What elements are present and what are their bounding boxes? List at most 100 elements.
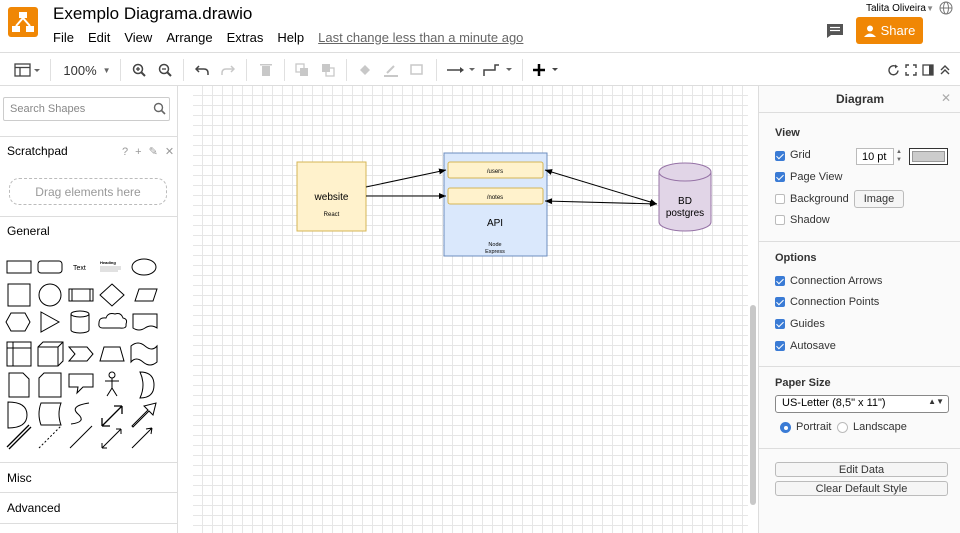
shape-step <box>67 346 94 362</box>
edit-data-button[interactable]: Edit Data <box>775 462 948 477</box>
website-sublabel: React <box>324 212 340 218</box>
diagram-canvas[interactable]: website React /users /notes API Node Exp… <box>193 86 748 533</box>
chevron-down-icon[interactable]: ▼ <box>926 4 934 13</box>
clear-default-style-button[interactable]: Clear Default Style <box>775 481 948 496</box>
misc-header[interactable]: Misc <box>7 471 32 485</box>
shape-diamond <box>99 283 125 307</box>
share-button[interactable]: Share <box>856 17 923 44</box>
connection-style-icon[interactable] <box>446 61 476 79</box>
redo-icon[interactable] <box>219 61 237 79</box>
api-sublabel-express: Express <box>485 249 505 255</box>
website-label: website <box>314 192 349 203</box>
search-icon[interactable] <box>153 102 166 115</box>
database-node <box>658 162 712 232</box>
insert-plus-icon[interactable] <box>532 61 562 79</box>
autosave-checkbox[interactable] <box>775 341 785 351</box>
connection-points-checkbox[interactable] <box>775 297 785 307</box>
to-back-icon[interactable] <box>319 61 337 79</box>
paper-size-select[interactable]: US-Letter (8,5" x 11") ▲▼ <box>775 395 949 413</box>
last-change-link[interactable]: Last change less than a minute ago <box>318 30 524 45</box>
scratchpad-actions[interactable]: ? + ✎ ✕ <box>122 146 177 158</box>
background-checkbox[interactable] <box>775 194 785 204</box>
shape-or <box>139 371 155 399</box>
search-shapes-input[interactable]: Search Shapes <box>3 97 170 121</box>
grid-label[interactable]: Grid <box>790 149 811 161</box>
notes-route-node <box>447 187 544 205</box>
portrait-radio[interactable] <box>780 422 791 433</box>
shape-card <box>38 372 62 398</box>
shape-directional-connector <box>131 427 153 449</box>
menu-extras[interactable]: Extras <box>226 30 264 45</box>
shape-actor <box>108 371 116 379</box>
toolbar: 100% ▼ <box>0 52 960 86</box>
chevron-updown-icon: ▲▼ <box>928 397 944 406</box>
undo-icon[interactable] <box>193 61 211 79</box>
grid-size-input[interactable]: 10 pt <box>856 148 894 165</box>
guides-label[interactable]: Guides <box>790 318 825 330</box>
general-shapes-palette[interactable]: Text Heading <box>3 254 173 454</box>
shape-rounded-rectangle <box>37 260 63 274</box>
shape-hexagon <box>5 312 31 332</box>
general-header[interactable]: General <box>7 224 50 238</box>
header: Exemplo Diagrama.drawio File Edit View A… <box>0 0 960 52</box>
portrait-label[interactable]: Portrait <box>796 421 832 433</box>
menu-file[interactable]: File <box>53 30 74 45</box>
globe-icon[interactable] <box>939 1 953 15</box>
user-name[interactable]: Talita Oliveira <box>865 3 926 14</box>
connection-points-label[interactable]: Connection Points <box>790 296 880 308</box>
shape-arrow <box>131 402 157 428</box>
comment-icon[interactable] <box>826 23 844 39</box>
page-view-label[interactable]: Page View <box>790 171 843 183</box>
shape-callout <box>68 373 94 395</box>
image-button[interactable]: Image <box>854 190 904 208</box>
scratchpad-drop-zone[interactable]: Drag elements here <box>9 178 167 205</box>
menu-bar: File Edit View Arrange Extras Help Last … <box>53 30 537 45</box>
menu-view[interactable]: View <box>124 30 153 45</box>
landscape-radio[interactable] <box>837 422 848 433</box>
to-front-icon[interactable] <box>293 61 311 79</box>
shadow-checkbox[interactable] <box>775 215 785 225</box>
advanced-header[interactable]: Advanced <box>7 501 61 515</box>
waypoints-icon[interactable] <box>483 61 513 79</box>
shape-dashed-line <box>38 425 62 449</box>
refresh-icon[interactable] <box>886 61 900 79</box>
menu-edit[interactable]: Edit <box>87 30 111 45</box>
landscape-label[interactable]: Landscape <box>853 421 907 433</box>
toggle-panel-icon[interactable] <box>921 61 935 79</box>
grid-checkbox[interactable] <box>775 151 785 161</box>
page-view-checkbox[interactable] <box>775 172 785 182</box>
menu-help[interactable]: Help <box>277 30 305 45</box>
users-route-label: /users <box>487 169 503 175</box>
api-sublabel-node: Node <box>488 242 501 248</box>
shape-tape <box>130 342 158 366</box>
shadow-icon[interactable] <box>408 61 426 79</box>
guides-checkbox[interactable] <box>775 319 785 329</box>
zoom-in-icon[interactable] <box>130 61 148 79</box>
line-color-icon[interactable] <box>382 61 400 79</box>
format-panel-icon[interactable] <box>12 61 42 79</box>
users-route-node <box>447 161 544 179</box>
close-icon[interactable]: ✕ <box>941 91 952 105</box>
shadow-label[interactable]: Shadow <box>790 214 830 226</box>
fit-icon[interactable] <box>904 61 918 79</box>
paper-size-section-header: Paper Size <box>775 377 831 389</box>
delete-icon[interactable] <box>257 61 275 79</box>
collapse-icon[interactable] <box>938 61 952 79</box>
user-icon <box>863 25 876 37</box>
background-label[interactable]: Background <box>790 193 849 205</box>
menu-arrange[interactable]: Arrange <box>166 30 213 45</box>
canvas-scrollbar-thumb[interactable] <box>750 305 756 505</box>
connection-arrows-checkbox[interactable] <box>775 276 785 286</box>
grid-size-stepper[interactable]: ▲▼ <box>896 149 902 163</box>
grid-color-picker[interactable] <box>909 148 948 165</box>
shape-circle <box>38 283 62 307</box>
drawio-logo[interactable] <box>8 7 38 37</box>
zoom-select[interactable]: 100% ▼ <box>62 61 112 79</box>
autosave-label[interactable]: Autosave <box>790 340 836 352</box>
zoom-out-icon[interactable] <box>156 61 174 79</box>
connection-arrows-label[interactable]: Connection Arrows <box>790 275 883 287</box>
fill-color-icon[interactable] <box>356 61 374 79</box>
document-title[interactable]: Exemplo Diagrama.drawio <box>53 4 253 23</box>
shape-curve <box>70 402 90 425</box>
scratchpad-header[interactable]: Scratchpad <box>7 144 68 158</box>
